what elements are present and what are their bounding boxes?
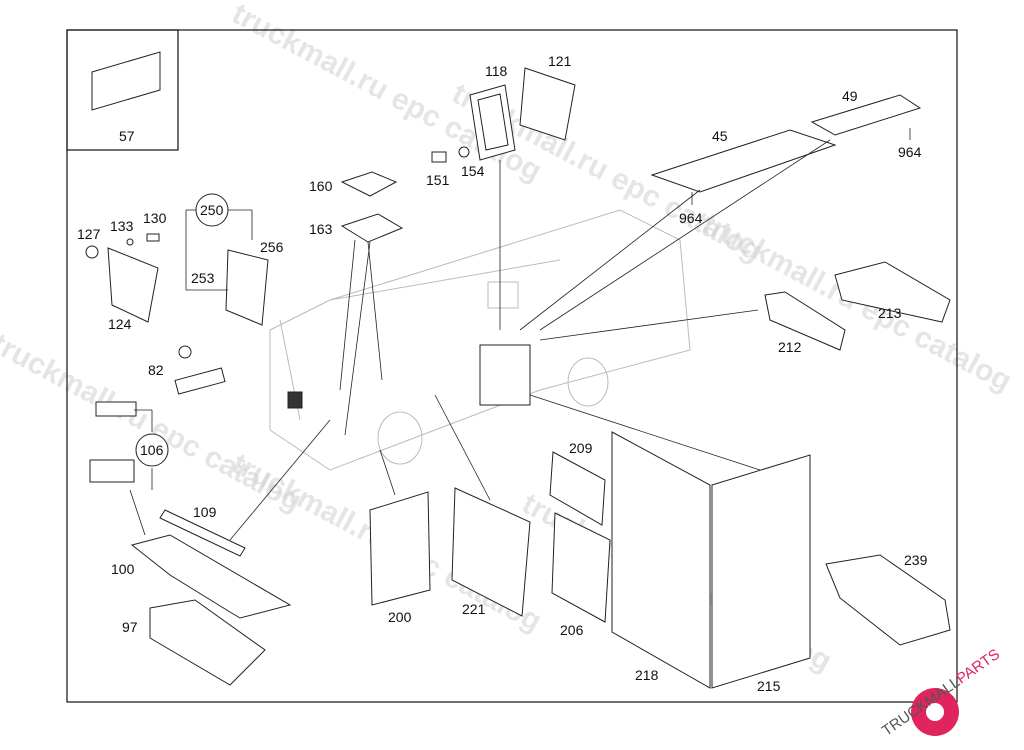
label-218[interactable]: 218 <box>635 667 659 683</box>
callout-circle-106 <box>135 433 169 467</box>
label-118[interactable]: 118 <box>485 63 508 79</box>
label-57[interactable]: 57 <box>119 128 135 144</box>
part-200[interactable] <box>369 491 431 606</box>
callout-circle-250 <box>195 193 229 227</box>
label-109[interactable]: 109 <box>193 504 217 520</box>
part-124[interactable] <box>107 247 159 323</box>
label-200[interactable]: 200 <box>388 609 412 625</box>
part-130[interactable] <box>146 233 160 242</box>
inset-box-57 <box>66 29 179 151</box>
label-106[interactable]: 106 <box>140 442 164 458</box>
part-151[interactable] <box>431 151 447 163</box>
label-151[interactable]: 151 <box>426 172 450 188</box>
part-100[interactable] <box>130 534 292 619</box>
label-964[interactable]: 964 <box>679 210 703 226</box>
label-45[interactable]: 45 <box>712 128 728 144</box>
label-209[interactable]: 209 <box>569 440 593 456</box>
label-964[interactable]: 964 <box>898 144 922 160</box>
label-121[interactable]: 121 <box>548 53 572 69</box>
part-215[interactable] <box>711 454 811 689</box>
part-154[interactable] <box>458 146 470 158</box>
part-109[interactable] <box>159 509 246 557</box>
label-82[interactable]: 82 <box>148 362 164 378</box>
label-163[interactable]: 163 <box>309 221 333 237</box>
part-163[interactable] <box>340 213 404 243</box>
label-250[interactable]: 250 <box>200 202 224 218</box>
part-127[interactable] <box>85 245 99 259</box>
diagram-frame <box>66 29 958 703</box>
label-215[interactable]: 215 <box>757 678 781 694</box>
label-212[interactable]: 212 <box>778 339 802 355</box>
part-221[interactable] <box>451 487 531 617</box>
part-118[interactable] <box>469 84 516 161</box>
part-218[interactable] <box>611 431 711 689</box>
part-239[interactable] <box>825 554 951 646</box>
label-256[interactable]: 256 <box>260 239 284 255</box>
vehicle-outline <box>269 209 691 471</box>
label-100[interactable]: 100 <box>111 561 135 577</box>
label-130[interactable]: 130 <box>143 210 167 226</box>
part-121[interactable] <box>519 67 576 141</box>
label-221[interactable]: 221 <box>462 601 486 617</box>
part-82[interactable] <box>174 345 226 395</box>
label-213[interactable]: 213 <box>878 305 902 321</box>
part-133[interactable] <box>126 238 134 246</box>
part-45[interactable] <box>650 129 837 193</box>
label-206[interactable]: 206 <box>560 622 584 638</box>
part-213[interactable] <box>834 261 951 323</box>
label-133[interactable]: 133 <box>110 218 134 234</box>
part-206[interactable] <box>551 512 611 623</box>
label-253[interactable]: 253 <box>191 270 215 286</box>
label-124[interactable]: 124 <box>108 316 132 332</box>
part-49[interactable] <box>810 94 922 136</box>
label-154[interactable]: 154 <box>461 163 485 179</box>
part-209[interactable] <box>549 451 606 526</box>
label-49[interactable]: 49 <box>842 88 858 104</box>
label-239[interactable]: 239 <box>904 552 928 568</box>
part-160[interactable] <box>340 171 398 197</box>
part-97[interactable] <box>149 599 266 686</box>
label-97[interactable]: 97 <box>122 619 138 635</box>
leader-lines <box>129 139 831 541</box>
part-57[interactable] <box>91 51 161 111</box>
label-127[interactable]: 127 <box>77 226 101 242</box>
part-door-253[interactable] <box>225 249 269 326</box>
part-106-assembly[interactable] <box>89 401 137 483</box>
label-160[interactable]: 160 <box>309 178 333 194</box>
part-labels: 57 118 121 49 45 964 964 160 151 154 163… <box>77 53 928 694</box>
truckmall-logo: TRUCKMALLPARTS <box>879 646 1003 740</box>
part-212[interactable] <box>764 291 846 351</box>
